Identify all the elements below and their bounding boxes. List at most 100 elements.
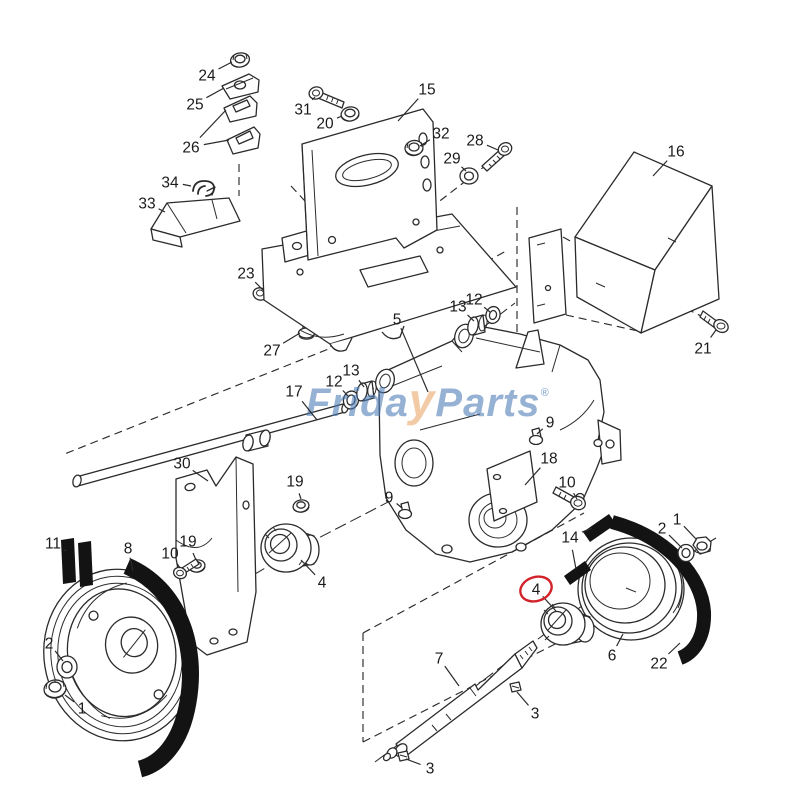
part-belt-11 [61, 538, 199, 778]
leader-line [397, 98, 419, 122]
part-washer-2a [56, 655, 78, 679]
callout-label-19: 19 [286, 473, 303, 490]
leader-line [254, 281, 264, 291]
callout-label-29: 29 [443, 150, 460, 167]
leader-line [311, 96, 316, 101]
leader-line [668, 534, 683, 549]
callout-label-3: 3 [426, 760, 435, 777]
leader-line [192, 469, 209, 482]
callout-label-21: 21 [694, 340, 711, 357]
part-flange-nut-1b [692, 536, 712, 555]
leader-line [444, 665, 460, 687]
callout-label-22: 22 [650, 655, 667, 672]
leader-line [54, 650, 64, 662]
callout-label-9: 9 [385, 489, 394, 506]
callout-label-23: 23 [237, 265, 254, 282]
part-deflector-33 [150, 197, 241, 248]
part-flange-nut-1a [43, 678, 67, 699]
leader-line [516, 691, 529, 706]
part-plate-25 [221, 73, 260, 100]
leader-line [524, 467, 541, 486]
callout-label-9: 9 [546, 414, 555, 431]
callout-label-4: 4 [318, 574, 327, 591]
callout-label-6: 6 [608, 647, 617, 664]
callout-label-27: 27 [263, 342, 280, 359]
leader-line [218, 61, 233, 70]
part-clip-26a [223, 95, 258, 123]
callout-label-2: 2 [45, 635, 54, 652]
part-belt-22 [610, 515, 712, 665]
part-bushing-13a [356, 380, 377, 402]
callout-label-31: 31 [294, 101, 311, 118]
part-bolt-10a [172, 558, 200, 580]
part-flange-nut-20 [340, 106, 360, 122]
callout-label-17: 17 [285, 383, 302, 400]
callout-label-5: 5 [393, 311, 402, 328]
leader-line [483, 306, 491, 313]
part-bolt-21 [699, 310, 729, 334]
part-bolt-10b [552, 486, 586, 511]
callout-label-20: 20 [316, 115, 334, 132]
part-bracket-15-foot-plate [281, 229, 314, 263]
leader-line [396, 503, 403, 509]
part-ring-12b [485, 305, 501, 325]
part-bearing-4a [260, 523, 320, 573]
callout-label-30: 30 [173, 455, 191, 472]
part-cover-16 [574, 151, 720, 334]
part-gearbox-5 [375, 323, 622, 563]
leader-line [300, 559, 316, 576]
part-bracket-30 [175, 456, 257, 656]
leader-line [129, 557, 134, 572]
part-pulley-8 [43, 568, 197, 742]
leader-line [176, 563, 181, 569]
part-cover-plate-18 [486, 450, 538, 522]
callout-label-18: 18 [540, 450, 557, 467]
part-bushing-13b [467, 314, 488, 336]
callout-label-3: 3 [531, 705, 540, 722]
leader-line [581, 527, 593, 533]
leader-line [405, 758, 421, 766]
leader-line [467, 314, 475, 322]
part-pulley-6 [577, 537, 685, 641]
callout-label-13: 13 [449, 298, 466, 315]
leader-line [667, 642, 681, 655]
leader-line [199, 109, 227, 139]
highlight-circle [519, 575, 553, 603]
callout-label-12: 12 [465, 291, 482, 308]
part-washer-29 [459, 167, 479, 185]
callout-label-4: 4 [532, 581, 541, 598]
callout-label-15: 15 [418, 81, 435, 98]
leader-line [400, 327, 429, 393]
callout-label-25: 25 [186, 96, 203, 113]
callout-label-12: 12 [325, 373, 342, 390]
part-plug-9a [397, 501, 413, 520]
leader-line [63, 549, 67, 552]
leader-line [536, 428, 544, 435]
callout-label-24: 24 [198, 67, 216, 84]
leader-line [301, 400, 318, 421]
watermark: FridayParts® [306, 374, 550, 426]
callout-label-8: 8 [124, 540, 133, 557]
part-backing-panel-16 [528, 228, 567, 324]
callout-label-10: 10 [161, 545, 179, 562]
leader-line [336, 115, 343, 119]
leader-line [358, 379, 365, 388]
callout-label-1: 1 [78, 700, 87, 717]
part-nut-32 [404, 139, 424, 157]
callout-label-14: 14 [561, 529, 579, 546]
callout-label-26: 26 [182, 139, 199, 156]
leader-line [182, 183, 192, 187]
part-washer-2b [677, 543, 695, 563]
part-bearing-4b [540, 602, 595, 646]
callout-label-10: 10 [558, 474, 576, 491]
part-shaft-7 [382, 640, 538, 762]
callout-label-1: 1 [673, 511, 682, 528]
part-key-3a [509, 681, 522, 693]
callout-label-13: 13 [342, 362, 359, 379]
callout-label-2: 2 [658, 520, 667, 537]
leader-line [206, 87, 225, 99]
callout-label-7: 7 [435, 650, 444, 667]
